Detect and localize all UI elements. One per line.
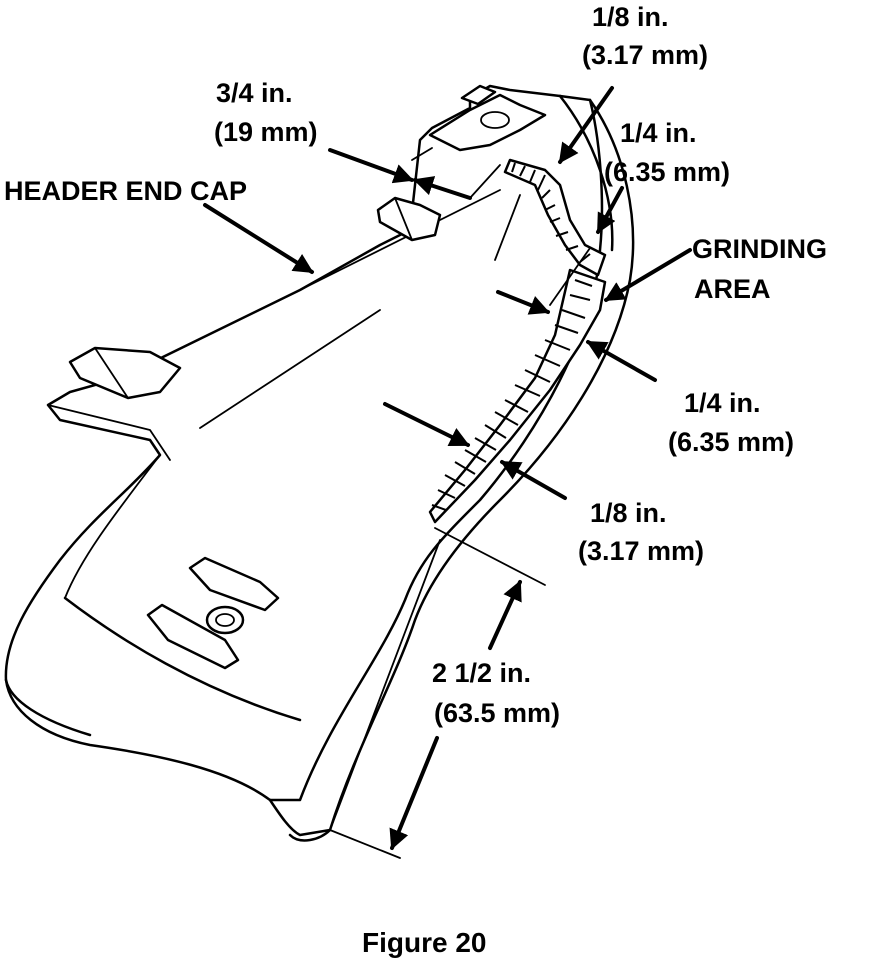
grinding-area-label-2: AREA bbox=[694, 274, 771, 304]
mid-quarter-metric: (6.35 mm) bbox=[668, 427, 794, 457]
grinding-area-label: GRINDING bbox=[692, 234, 827, 264]
dimension-lines bbox=[203, 86, 692, 859]
three-quarter-metric: (19 mm) bbox=[214, 117, 318, 147]
grinding-strip bbox=[428, 158, 607, 524]
top-quarter-label: 1/4 in. bbox=[620, 118, 697, 148]
labels: 1/8 in. (3.17 mm) 3/4 in. (19 mm) 1/4 in… bbox=[4, 2, 827, 958]
length-metric: (63.5 mm) bbox=[434, 698, 560, 728]
top-quarter-metric: (6.35 mm) bbox=[604, 157, 730, 187]
top-eighth-metric: (3.17 mm) bbox=[582, 40, 708, 70]
length-label: 2 1/2 in. bbox=[432, 658, 531, 688]
mid-eighth-label: 1/8 in. bbox=[590, 498, 667, 528]
mid-quarter-label: 1/4 in. bbox=[684, 388, 761, 418]
three-quarter-label: 3/4 in. bbox=[216, 78, 293, 108]
top-eighth-label: 1/8 in. bbox=[592, 2, 669, 32]
header-end-cap-label: HEADER END CAP bbox=[4, 176, 247, 206]
tabs bbox=[68, 196, 442, 670]
figure-caption: Figure 20 bbox=[362, 927, 486, 958]
mid-eighth-metric: (3.17 mm) bbox=[578, 536, 704, 566]
